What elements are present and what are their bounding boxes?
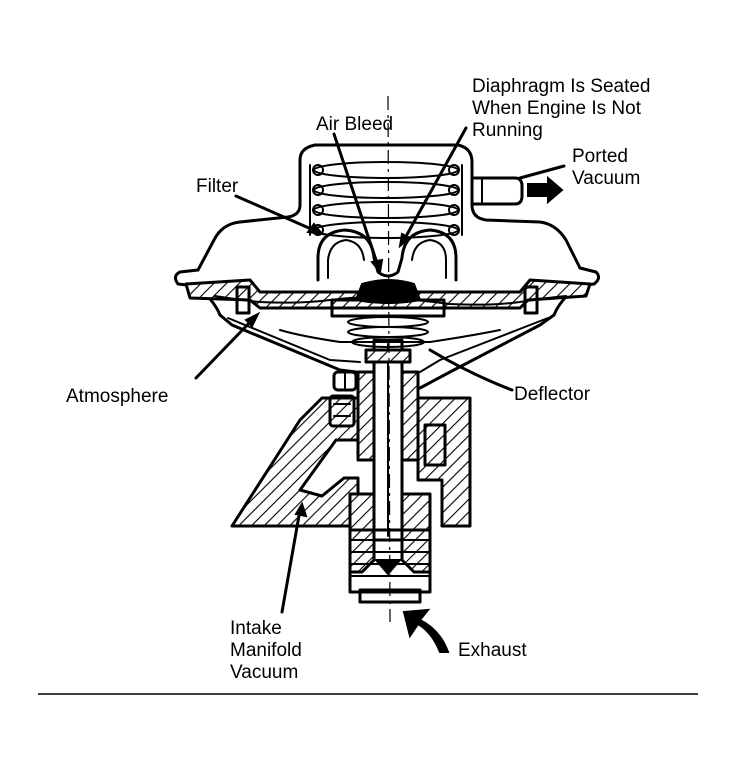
label-diaphragm-line2: When Engine Is Not [472,98,642,119]
label-intake-line3: Vacuum [230,662,298,683]
lower-housing [218,313,556,392]
label-exhaust: Exhaust [458,640,527,661]
return-spring [312,161,460,239]
label-ported-line2: Vacuum [572,168,640,189]
label-air-bleed: Air Bleed [316,114,393,135]
valve-centerline [387,95,391,623]
label-intake-line2: Manifold [230,640,302,661]
label-filter: Filter [196,176,239,197]
label-deflector: Deflector [514,384,591,405]
base-block [230,394,472,528]
label-intake-line1: Intake [230,618,282,639]
callout-labels: Diaphragm Is Seated When Engine Is Not R… [66,76,651,683]
filter-element [316,228,458,282]
label-diaphragm-line3: Running [472,120,543,141]
label-diaphragm-line1: Diaphragm Is Seated [472,76,651,97]
leader-lines [194,126,566,614]
valve-fitting [348,492,432,604]
label-atmosphere: Atmosphere [66,386,168,407]
ported-vacuum-nipple [470,175,564,206]
label-ported-line1: Ported [572,146,628,167]
exhaust-arrow [402,608,450,653]
